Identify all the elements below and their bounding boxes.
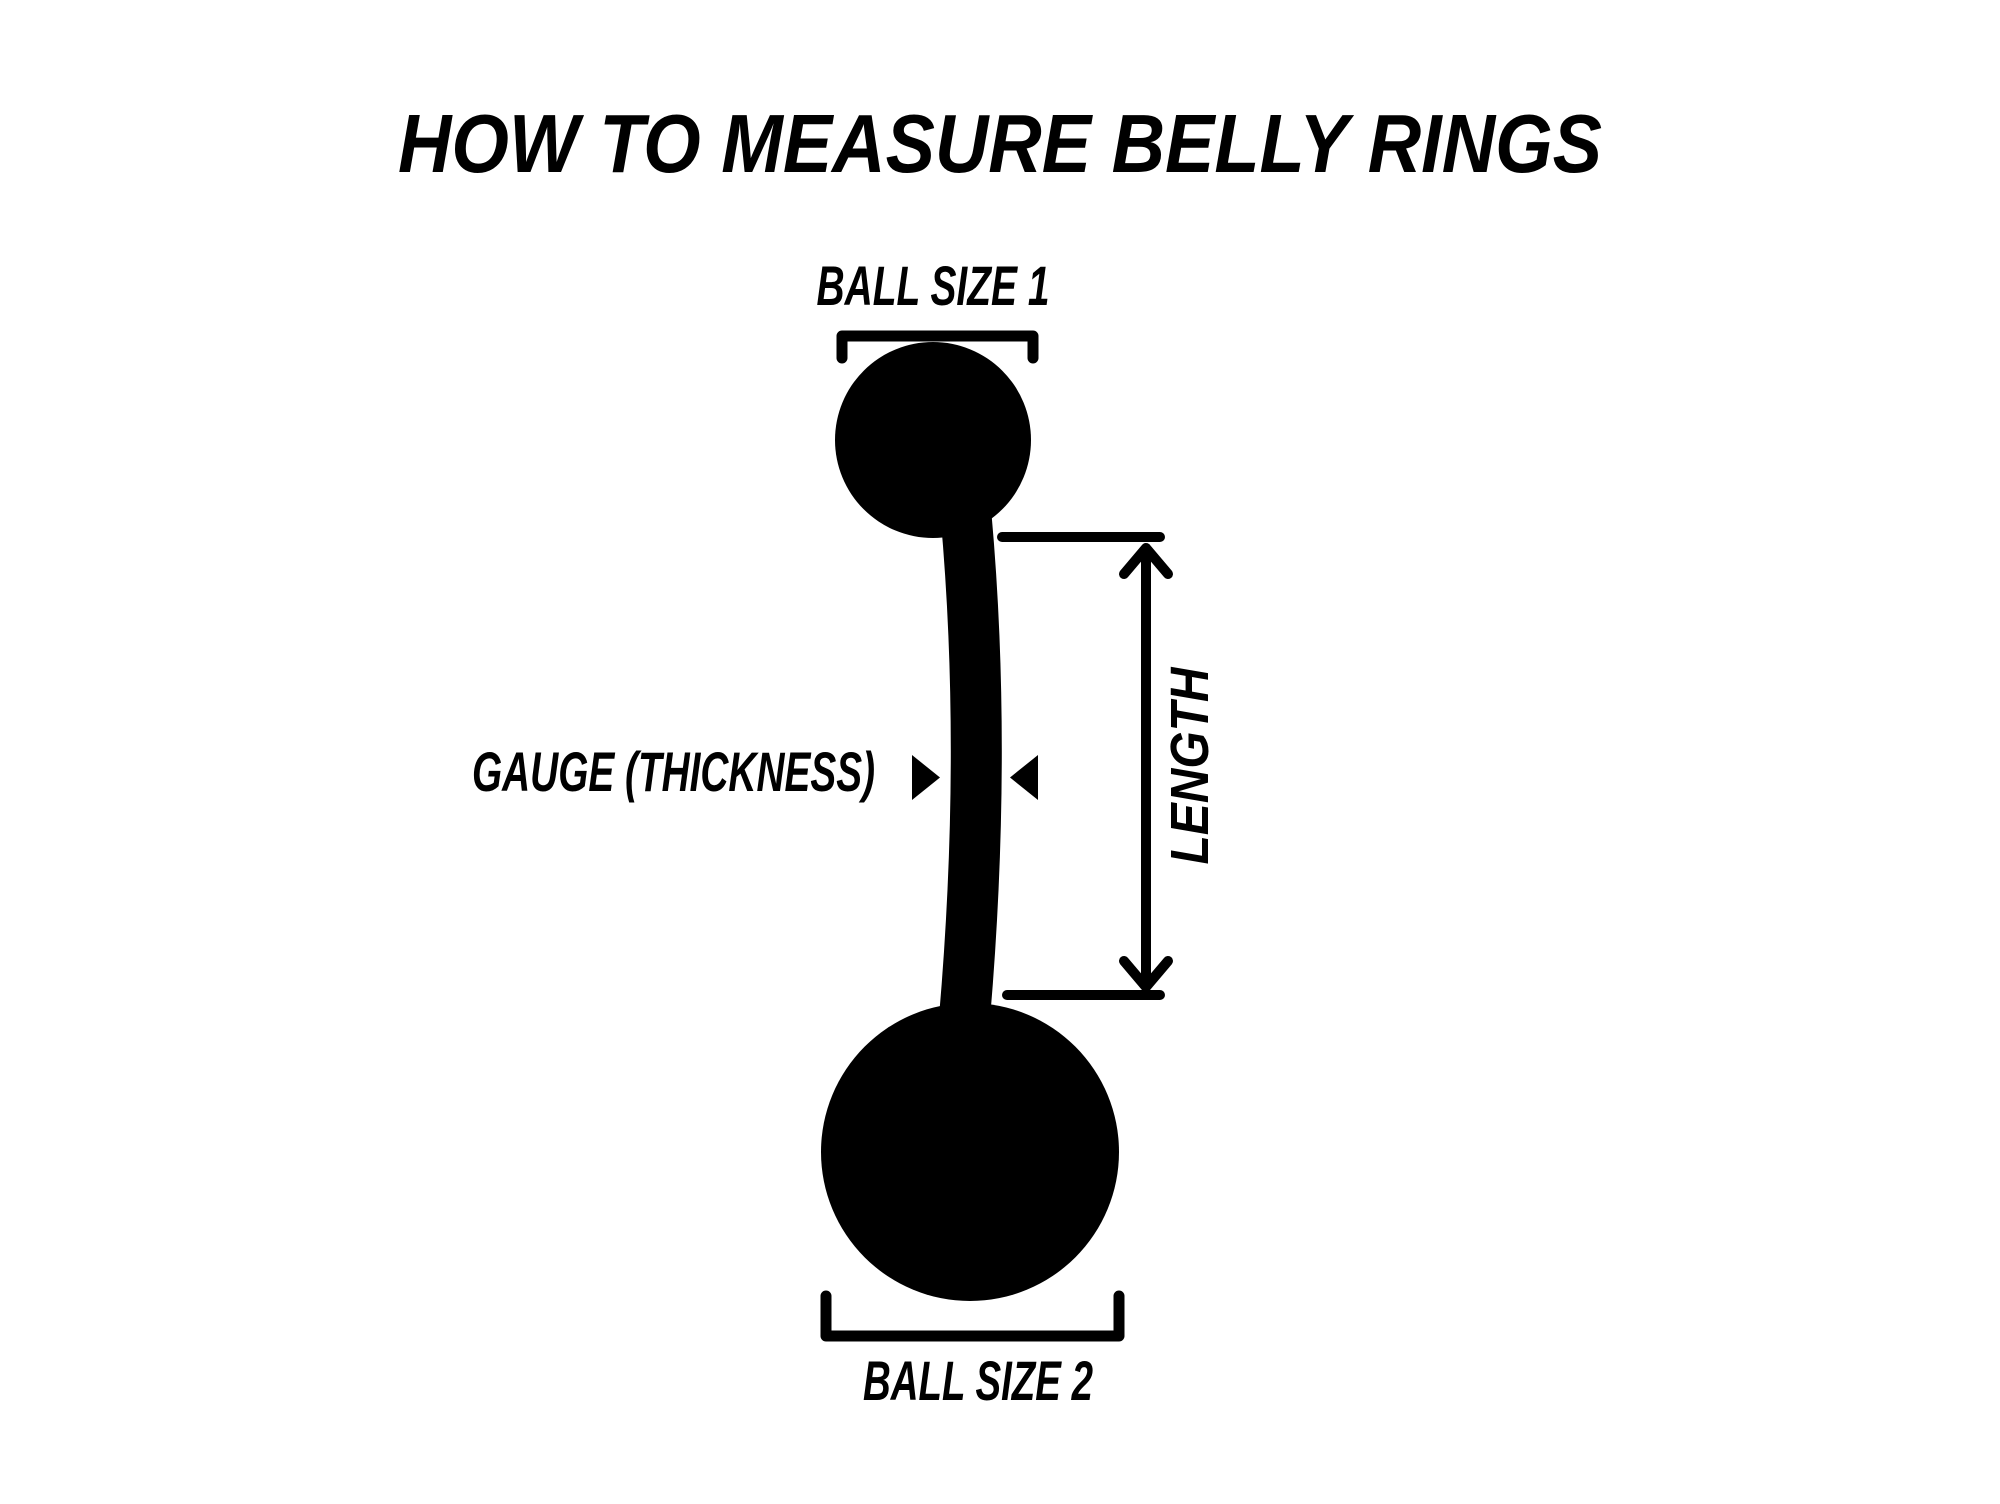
- gauge-arrow-right-icon: [1010, 755, 1038, 800]
- ball-size-2-bracket: [820, 1290, 1125, 1342]
- gauge-arrow-left-icon: [912, 755, 940, 800]
- ball-size-1-bracket: [836, 330, 1039, 364]
- ball-size-2-label: BALL SIZE 2: [863, 1349, 1093, 1412]
- length-label: LENGTH: [1160, 667, 1220, 865]
- length-arrowhead-top-icon: [1119, 543, 1173, 579]
- top-ball: [835, 342, 1031, 538]
- length-arrowhead-bottom-icon: [1119, 956, 1173, 992]
- page-title: HOW TO MEASURE BELLY RINGS: [398, 97, 1602, 190]
- barbell-bar: [937, 512, 1002, 1038]
- ball-size-1-label: BALL SIZE 1: [817, 254, 1050, 317]
- gauge-label: GAUGE (THICKNESS): [472, 740, 875, 803]
- bottom-ball: [821, 1003, 1119, 1301]
